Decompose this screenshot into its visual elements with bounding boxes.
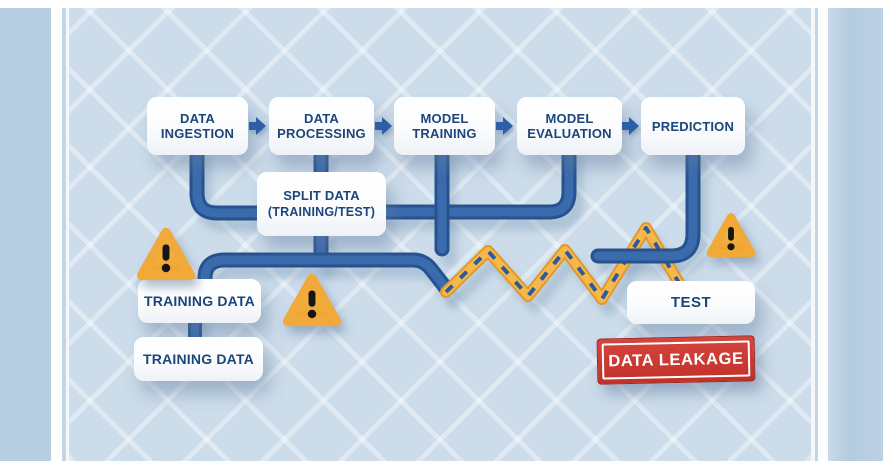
training-data-box-2: TRAINING DATA: [134, 337, 263, 381]
stage-data-processing: DATA PROCESSING: [269, 97, 374, 155]
flow-arrow-icon: [375, 117, 392, 135]
stage-label: PREDICTION: [651, 118, 735, 134]
right-frame-bar: [818, 8, 828, 461]
left-frame-bar: [51, 8, 62, 461]
warning-icon: [706, 213, 756, 257]
split-data-label: SPLIT DATA (TRAINING/TEST): [267, 188, 376, 219]
stage-label: DATA INGESTION: [160, 111, 235, 141]
stage-label: MODEL TRAINING: [412, 111, 477, 141]
flow-arrow-icon: [496, 117, 513, 135]
stage-prediction: PREDICTION: [641, 97, 745, 155]
stage-label: MODEL EVALUATION: [527, 111, 612, 141]
warning-icon: [282, 273, 342, 327]
training-data-box-1: TRAINING DATA: [138, 279, 261, 323]
left-frame-line: [66, 8, 69, 461]
warning-icon: [136, 227, 196, 281]
stage-model-training: MODEL TRAINING: [394, 97, 495, 155]
stage-model-evaluation: MODEL EVALUATION: [517, 97, 622, 155]
test-data-box: TEST: [627, 281, 755, 324]
pipe-prediction: [590, 142, 701, 264]
data-leakage-badge-inner: DATA LEAKAGE: [601, 340, 751, 380]
flow-arrow-icon: [249, 117, 266, 135]
leakage-zigzag: [440, 222, 694, 305]
right-frame-line: [811, 8, 815, 461]
left-frame-gap: [62, 8, 66, 461]
left-margin: [0, 8, 51, 461]
pipe-group-back: [188, 142, 577, 349]
right-frame-gap: [815, 8, 818, 461]
stage-data-ingestion: DATA INGESTION: [147, 97, 248, 155]
data-leakage-badge: DATA LEAKAGE: [596, 335, 756, 385]
split-data-box: SPLIT DATA (TRAINING/TEST): [257, 172, 386, 236]
stage-label: DATA PROCESSING: [277, 111, 366, 141]
right-margin: [828, 8, 883, 461]
flow-arrow-icon: [622, 117, 639, 135]
